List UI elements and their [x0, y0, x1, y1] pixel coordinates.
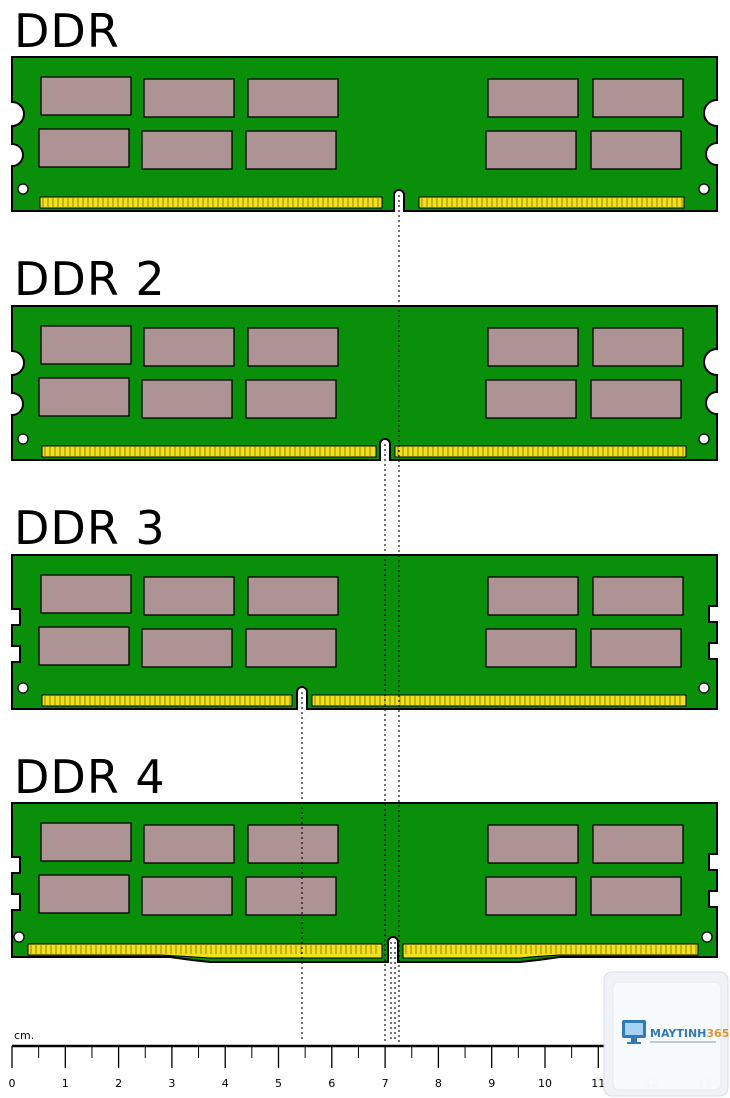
chip: [40, 325, 132, 365]
module-title-ddr2: DDR 2: [14, 252, 166, 306]
chip: [590, 130, 682, 170]
ruler-tick-label: 10: [538, 1077, 552, 1090]
mount-hole: [698, 682, 710, 694]
mount-hole: [17, 433, 29, 445]
chip: [38, 128, 130, 168]
ruler-tick-label: 4: [222, 1077, 229, 1090]
ruler-tick-label: 5: [275, 1077, 282, 1090]
chip: [247, 824, 339, 864]
mount-hole: [701, 931, 713, 943]
chip: [247, 576, 339, 616]
chip: [38, 626, 130, 666]
pins-right-ddr4: [402, 943, 699, 959]
chip: [40, 574, 132, 614]
chip: [143, 824, 235, 864]
chip: [485, 379, 577, 419]
chip: [143, 327, 235, 367]
pin-contact-stripes: [30, 198, 697, 954]
chip: [141, 628, 233, 668]
pins-left-ddr4: [27, 943, 383, 959]
ruler-tick-label: 8: [435, 1077, 442, 1090]
chips-ddr4: [38, 822, 684, 916]
chip: [592, 576, 684, 616]
ruler-tick-label: 11: [591, 1077, 605, 1090]
ruler-tick-label: 3: [168, 1077, 175, 1090]
chip: [590, 628, 682, 668]
ruler-tick-label: 2: [115, 1077, 122, 1090]
chip: [487, 576, 579, 616]
chips-ddr2: [38, 325, 684, 419]
svg-text:MAYTINH365: MAYTINH365: [650, 1027, 729, 1040]
ruler-tick-label: 7: [382, 1077, 389, 1090]
chip: [245, 130, 337, 170]
ruler-ticks: [11, 1046, 599, 1068]
chip: [143, 78, 235, 118]
module-ddr2: [11, 305, 718, 461]
watermark-card-inner: [612, 981, 722, 1091]
pins-left-ddr2: [41, 445, 377, 458]
chip: [38, 377, 130, 417]
module-title-ddr: DDR: [14, 4, 120, 58]
chip: [245, 379, 337, 419]
chip: [40, 76, 132, 116]
chip: [143, 576, 235, 616]
pins-right-ddr2: [394, 445, 687, 458]
watermark: MAYTINH365: [603, 971, 729, 1097]
chip: [592, 327, 684, 367]
chips-ddr: [38, 76, 684, 170]
chip: [485, 876, 577, 916]
brand-365: 365: [706, 1027, 729, 1040]
chip: [590, 876, 682, 916]
module-title-ddr3: DDR 3: [14, 501, 166, 555]
mount-hole: [13, 931, 25, 943]
pins-right-ddr3: [311, 694, 687, 707]
chip: [141, 130, 233, 170]
ruler-tick-label: 0: [9, 1077, 16, 1090]
pins-right-ddr: [418, 196, 685, 209]
module-ddr: [11, 56, 718, 212]
chip: [487, 824, 579, 864]
chip: [247, 78, 339, 118]
module-ddr4: [11, 802, 718, 963]
chip: [141, 379, 233, 419]
chip: [40, 822, 132, 862]
module-ddr3: [11, 554, 718, 710]
pins-left-ddr: [39, 196, 383, 209]
chip: [485, 130, 577, 170]
chip: [141, 876, 233, 916]
notch-guides: [301, 195, 400, 1042]
mount-hole: [698, 433, 710, 445]
chip: [590, 379, 682, 419]
ruler-tick-label: 9: [488, 1077, 495, 1090]
chip: [245, 628, 337, 668]
chip: [38, 874, 130, 914]
chip: [247, 327, 339, 367]
chips-ddr3: [38, 574, 684, 668]
mount-hole: [698, 183, 710, 195]
mount-hole: [17, 183, 29, 195]
chip: [592, 824, 684, 864]
ruler-unit-label: cm.: [14, 1029, 34, 1042]
module-title-ddr4: DDR 4: [14, 750, 166, 804]
mount-hole: [17, 682, 29, 694]
chip: [245, 876, 337, 916]
chip: [487, 327, 579, 367]
chip: [592, 78, 684, 118]
pins-left-ddr3: [41, 694, 293, 707]
brand-maytinh: MAYTINH: [650, 1027, 706, 1040]
chip: [485, 628, 577, 668]
chip: [487, 78, 579, 118]
ruler-tick-label: 1: [62, 1077, 69, 1090]
monitor-icon: [622, 1020, 646, 1044]
ruler-tick-label: 6: [328, 1077, 335, 1090]
